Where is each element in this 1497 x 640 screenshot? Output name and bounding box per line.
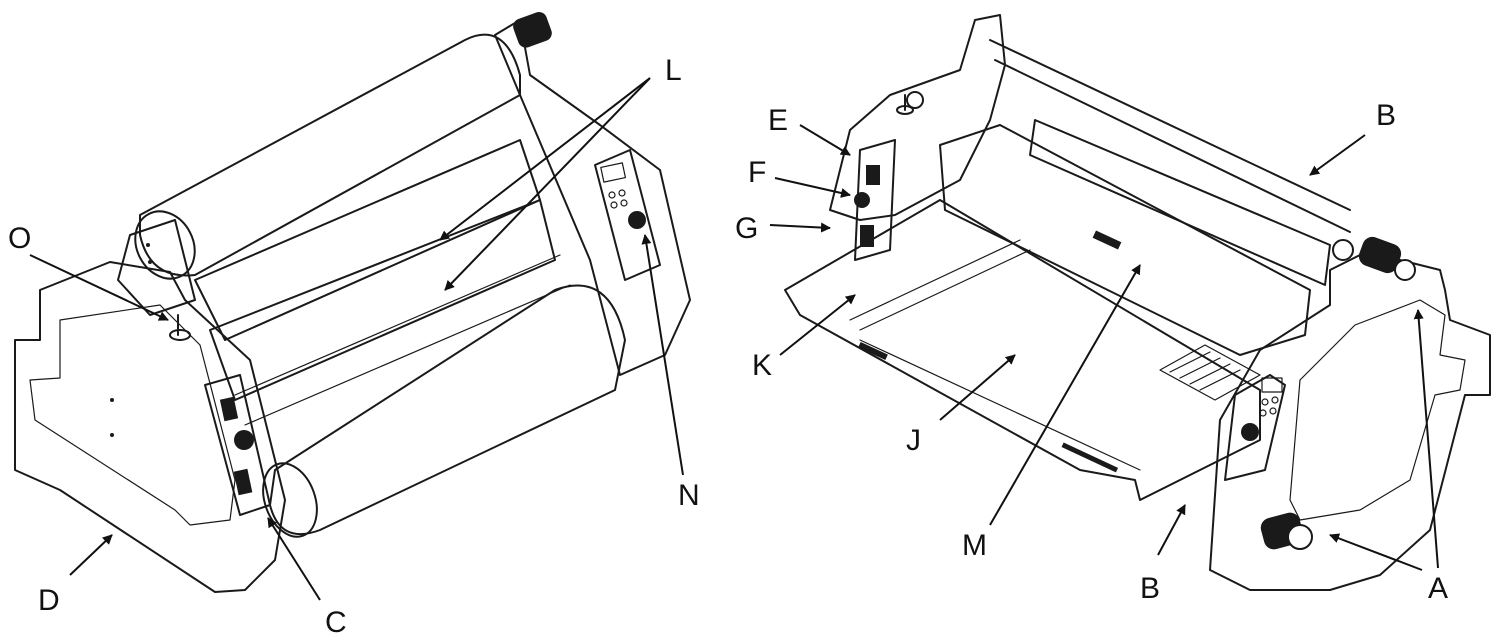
top-knob-o [169,314,191,341]
callout-k: K [752,349,772,382]
middle-roller-2 [209,199,556,401]
feed-tray [784,199,1261,501]
front-right-end-panel [1209,254,1491,591]
upper-roller [1029,119,1331,286]
callout-d: D [38,584,60,617]
right-end-panel [494,19,691,376]
left-side-panel [14,261,286,593]
front-left-control-strip [854,139,896,261]
callout-b-top: B [1376,99,1396,132]
left-side-panel-inset [29,304,236,526]
upper-film-roll [139,33,521,277]
callout-labels: L N O C D E F G K J M B B A [8,54,1448,639]
middle-roller-1 [194,139,541,341]
callout-c: C [325,606,347,639]
callout-b-bottom: B [1140,572,1160,605]
callout-n: N [678,479,700,512]
front-right-panel-inset [1289,299,1466,521]
feed-guard [939,124,1311,356]
callout-j: J [906,424,921,457]
callout-f: F [748,156,766,189]
rear-control-panel [594,149,661,281]
lower-film-roll [269,284,626,535]
heat-shoe [1159,344,1261,401]
callout-a: A [1428,572,1448,605]
callout-e: E [768,104,788,137]
rear-knob [234,430,254,450]
left-roll-bracket [117,219,196,316]
front-view-machine [784,14,1491,591]
top-rod [989,39,1351,233]
callout-g: G [735,212,758,245]
front-left-end-panel [829,14,1006,221]
callout-o: O [8,222,31,255]
leader-lines [29,77,1439,601]
rear-view-machine [14,12,691,593]
callout-m: L [665,54,682,87]
callout-l: M [962,529,987,562]
